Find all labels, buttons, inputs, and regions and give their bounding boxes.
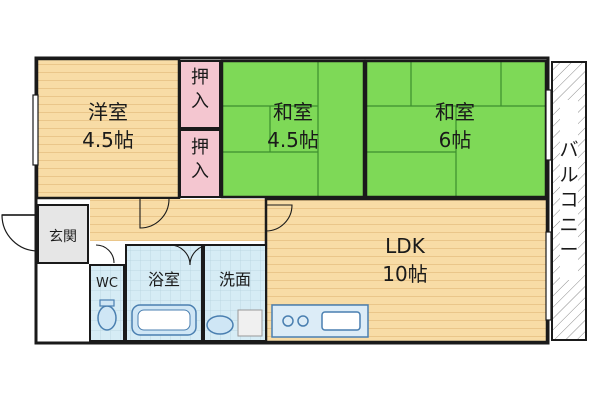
western-room-label: 洋室 4.5帖 xyxy=(82,100,134,152)
interior-doors xyxy=(95,198,293,266)
closet-2 xyxy=(179,129,221,198)
washer-icon xyxy=(237,309,263,337)
closet-1 xyxy=(179,60,221,129)
ldk-label: LDK 10帖 xyxy=(382,234,428,286)
tatami-lines-1 xyxy=(222,61,319,197)
japanese-room-2-label: 和室 6帖 xyxy=(435,100,475,152)
hallway-floor xyxy=(90,199,265,241)
toilet-icon xyxy=(97,305,117,331)
closet-2-label: 押入 xyxy=(191,137,209,182)
sink-icon xyxy=(206,315,234,335)
stove-burner-icon xyxy=(297,315,309,327)
japanese-room-1-label: 和室 4.5帖 xyxy=(267,100,319,152)
balcony-label: バルコニー xyxy=(559,139,579,261)
closet-1-label: 押入 xyxy=(191,67,209,112)
stove-burner-icon xyxy=(282,315,294,327)
entrance-label: 玄関 xyxy=(49,229,77,245)
tatami-lines-2 xyxy=(366,61,546,197)
washroom-label: 洗面 xyxy=(218,270,251,289)
entrance-floor xyxy=(37,204,89,264)
entrance-door xyxy=(1,214,39,252)
kitchen-sink-icon xyxy=(321,311,361,331)
japanese-room-1-floor xyxy=(222,61,364,197)
wc-label: WC xyxy=(96,276,118,291)
japanese-room-1-wall xyxy=(220,59,366,199)
bath-label: 浴室 xyxy=(147,270,180,289)
western-room-floor xyxy=(38,60,178,197)
